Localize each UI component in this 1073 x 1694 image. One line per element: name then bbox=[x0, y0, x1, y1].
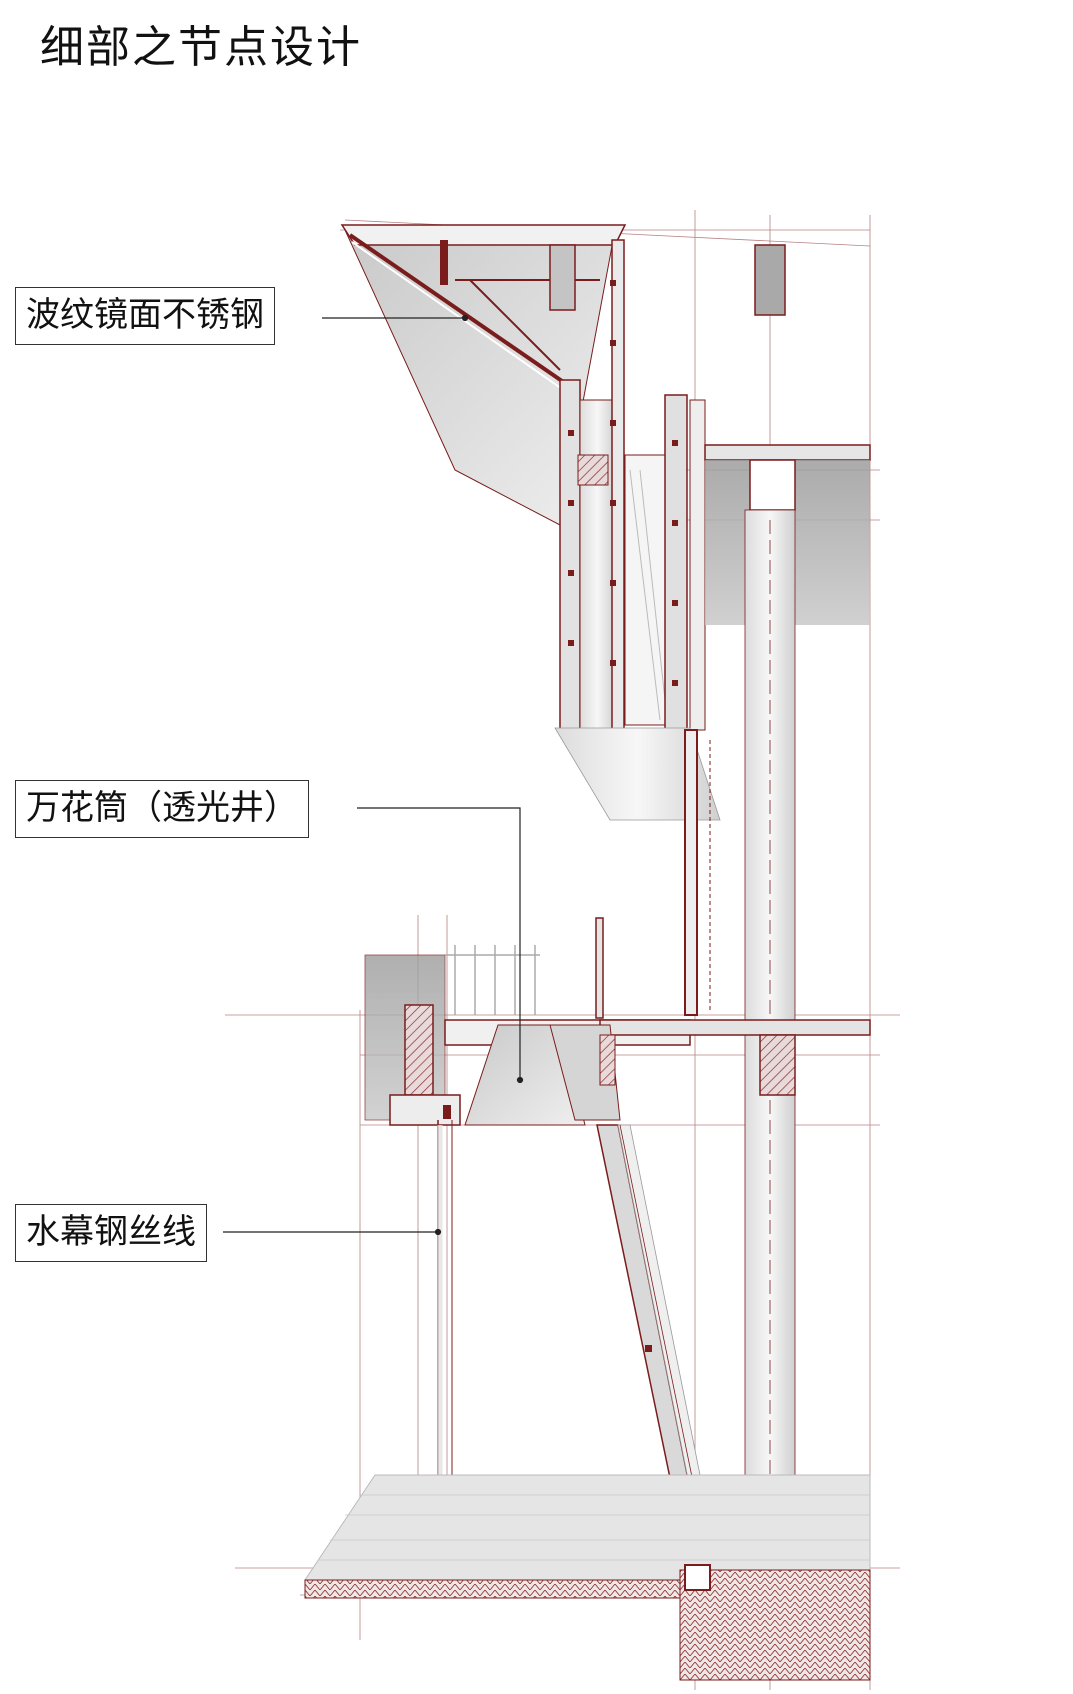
railing bbox=[445, 945, 540, 1015]
callout-water-curtain-wire: 水幕钢丝线 bbox=[15, 1204, 207, 1262]
callout-kaleidoscope-light-well: 万花筒（透光井） bbox=[15, 780, 309, 838]
upper-wall-assembly bbox=[554, 239, 721, 821]
page-title: 细部之节点设计 bbox=[40, 22, 362, 73]
leader-lines bbox=[223, 314, 524, 1236]
callout-mirror-stainless-steel: 波纹镜面不锈钢 bbox=[15, 287, 275, 345]
mid-floor-slab bbox=[364, 917, 871, 1126]
glass-mullion bbox=[684, 729, 711, 1016]
ground-level bbox=[304, 1474, 871, 1681]
upper-floor-slab bbox=[704, 244, 871, 625]
